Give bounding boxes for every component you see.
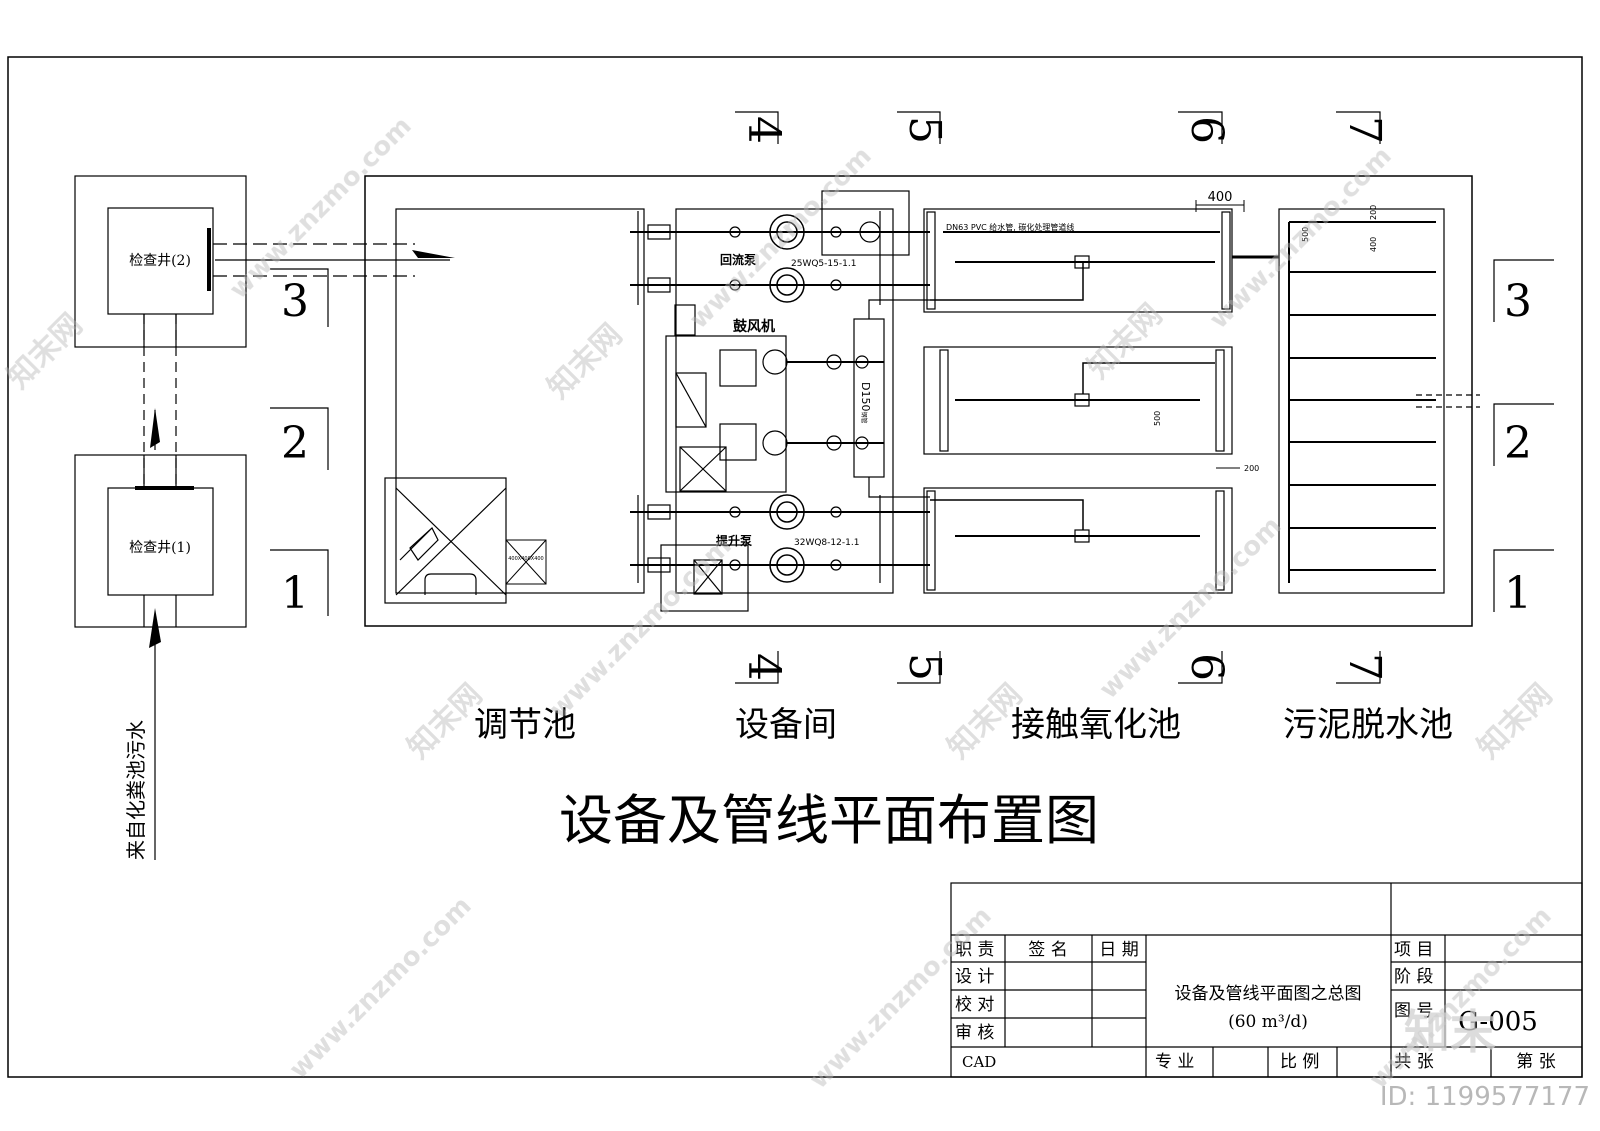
inspection-well-2 [74,175,247,348]
top-valve-box [821,190,910,256]
section-marker-top-6: 6 [1181,116,1232,144]
section-marker-bottom-4: 4 [738,653,789,681]
section-marker-right-3-label: 3 [1504,276,1532,327]
watermark-site-2: www.znzmo.com [684,141,878,335]
lift-pump-model: 32WQ8-12-1.1 [794,538,859,548]
dim-500-label: 500 [1301,227,1310,242]
title-block-sheet-label: 第 张 [1516,1052,1555,1072]
watermark-brand-3: 知末网 [1081,297,1169,385]
pond-label-sludge-dewatering: 污泥脱水池 [1283,705,1453,745]
watermark-layer: www.znzmo.com www.znzmo.com www.znzmo.co… [1,111,1559,1095]
dim-400-side-label: 400 [1369,237,1378,252]
well-valve-box [505,539,547,585]
title-block-row-check: 校 对 [955,995,994,1015]
blower-label: 鼓风机 [733,318,775,335]
sludge-dewatering-tank [1232,208,1480,594]
inspection-well-1-label: 检查井(1) [129,540,191,556]
section-marker-bottom-7: 7 [1339,653,1390,681]
watermark-logo: 知末 [1404,1005,1496,1059]
title-block-drawing-no-label: 图 号 [1394,1001,1433,1021]
section-marker-right-2 [1493,403,1554,466]
section-marker-right-3 [1493,259,1554,322]
section-marker-top-5: 5 [899,116,950,144]
section-markers-bottom [735,651,1381,684]
title-block [950,882,1583,1078]
section-marker-left-2 [270,407,329,470]
dim-200-top-label: 200 [1369,205,1378,220]
air-header-pipe-label: D150钢管 [859,382,872,423]
blower-discharge-lines [787,354,884,451]
title-block-row-cad: CAD [962,1053,996,1071]
inspection-well-1 [74,454,247,628]
section-marker-left-2-label: 2 [281,418,309,469]
section-marker-right-2-label: 2 [1504,418,1532,469]
watermark-site-4: www.znzmo.com [544,531,738,725]
regulating-pond-sump [384,477,507,604]
section-marker-top-7: 7 [1339,116,1390,144]
title-block-specialty-label: 专 业 [1155,1052,1194,1072]
title-block-sign-header: 签 名 [1028,940,1067,960]
outlet-flow-arrow [412,250,455,258]
title-block-row-review: 审 核 [955,1023,994,1043]
title-block-drawing-name-2: (60 m³/d) [1228,1012,1308,1032]
section-marker-right-1 [1493,549,1554,612]
section-marker-left-3 [270,268,329,327]
top-pipe-note: DN63 PVC 给水管, 碳化处理管道线 [946,222,1074,232]
title-block-scale-label: 比 例 [1280,1052,1319,1072]
watermark-brand-1: 知末网 [1,307,89,395]
outlet-pipe-to-pond [213,243,450,277]
title-block-date-header: 日 期 [1099,940,1138,960]
plant-outline [364,175,1473,627]
title-block-row-design: 设 计 [955,967,994,987]
blower-room [660,304,788,612]
pond-label-contact-oxidation: 接触氧化池 [1011,705,1181,745]
title-block-role-header: 职 责 [955,940,994,960]
drawing-title: 设备及管线平面布置图 [559,789,1099,852]
section-marker-left-1-label: 1 [281,568,309,619]
section-marker-left-1 [270,549,329,616]
inlet-note: 来自化粪池污水 [124,720,148,860]
pond-label-regulating: 调节池 [474,705,576,745]
dim-400-top-label: 400 [1208,190,1233,205]
title-block-drawing-no: G-005 [1458,1007,1538,1037]
dim-500-side-label: 500 [1153,411,1162,426]
dim-200-side-label: 200 [1244,464,1259,473]
lift-pump-label: 提升泵 [716,533,752,548]
watermark-brand-6: 知末网 [1471,677,1559,765]
watermark-site-6: www.znzmo.com [284,891,478,1085]
flow-arrow-up-1 [150,408,160,450]
section-marker-left-3-label: 3 [281,276,309,327]
regulating-pond [395,208,645,594]
inlet-pipe [143,595,177,860]
contact-oxidation-tanks [923,208,1233,594]
title-block-drawing-name-1: 设备及管线平面图之总图 [1175,984,1362,1004]
return-pump-label: 回流泵 [720,252,756,267]
return-pump-model: 25WQ5-15-1.1 [791,259,856,269]
well-valve-box-note: 400X400X400 [508,556,543,562]
section-marker-bottom-5: 5 [899,653,950,681]
watermark-brand-2: 知末网 [541,317,629,405]
watermark-id: ID: 1199577177 [1380,1082,1590,1112]
title-block-total-sheets-label: 共 张 [1394,1052,1433,1072]
dim-400-top [1195,200,1245,212]
section-marker-right-1-label: 1 [1504,568,1532,619]
drawing-frame [7,56,1583,1078]
title-block-item-label: 项 目 [1394,940,1433,960]
inlet-flow-arrow [149,608,161,648]
section-markers-top [735,111,1381,144]
section-marker-top-4: 4 [738,116,789,144]
section-marker-bottom-6: 6 [1181,653,1232,681]
pond-label-equipment-room: 设备间 [735,705,837,745]
well-connector-pipe [143,314,177,488]
title-block-stage-label: 阶 段 [1394,967,1433,987]
inspection-well-2-label: 检查井(2) [129,253,191,269]
